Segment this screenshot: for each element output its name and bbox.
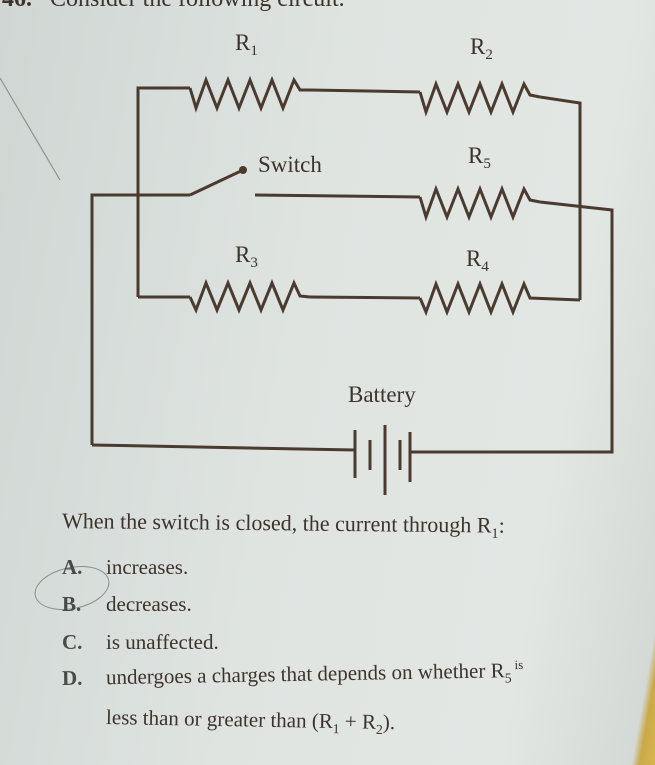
resistor-r5 (418, 184, 541, 222)
pencil-mark (0, 77, 61, 181)
resistor-r1 (188, 75, 310, 113)
label-r4: R4 (466, 246, 489, 275)
option-a[interactable]: A.increases. (62, 555, 189, 579)
switch-contact-dot (239, 166, 247, 174)
option-b[interactable]: B.decreases. (62, 592, 192, 616)
label-r3: R3 (235, 242, 258, 271)
question-number: 46. (2, 0, 32, 12)
battery-icon (353, 425, 412, 495)
wire-bottom-left (91, 443, 356, 452)
label-r2: R2 (470, 34, 493, 63)
resistor-r4 (418, 279, 581, 317)
switch-arm (189, 168, 244, 197)
label-switch: Switch (258, 152, 322, 177)
wire-right-inner (539, 95, 582, 300)
prompt: Consider the following circuit. (50, 0, 345, 12)
option-d-line2: less than or greater than (R1 + R2). (105, 705, 396, 738)
label-battery: Battery (348, 382, 416, 407)
resistor-r3 (188, 278, 311, 314)
wire-right-outer (410, 200, 614, 454)
wire-top (136, 86, 190, 297)
wire-r3-r4 (309, 295, 421, 300)
wire-r1-r2 (309, 88, 421, 94)
label-r5: R5 (468, 143, 491, 172)
question-header: 46. Consider the following circuit. (2, 0, 345, 13)
wire-switch-left (90, 193, 190, 445)
label-r1: R1 (235, 30, 258, 59)
question-text: When the switch is closed, the current t… (61, 508, 505, 542)
option-c[interactable]: C.is unaffected. (62, 630, 219, 654)
wire-switch-r5 (254, 193, 421, 199)
resistor-r2 (418, 79, 541, 117)
